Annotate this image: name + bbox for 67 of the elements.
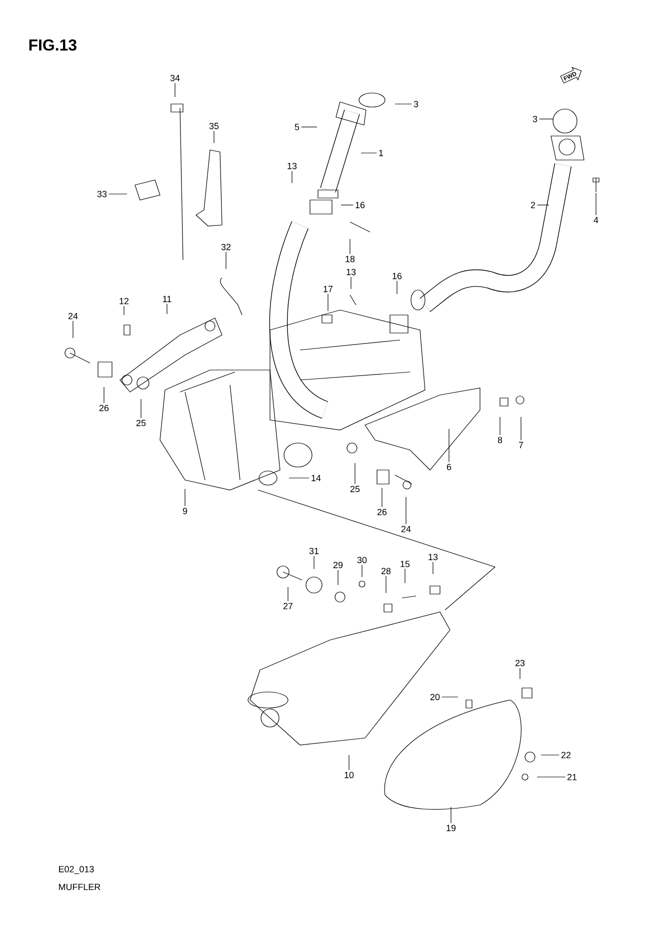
callout-number: 33	[97, 190, 107, 198]
leader-line	[432, 562, 434, 574]
callout-number: 5	[294, 124, 300, 130]
leader-line	[448, 428, 450, 462]
callout-number: 3	[532, 116, 538, 122]
leader-line	[360, 152, 377, 154]
leader-line	[184, 488, 186, 506]
callout-number: 15	[400, 560, 410, 568]
leader-line	[340, 204, 354, 206]
callout-number: 32	[221, 244, 231, 250]
callout-number: 9	[182, 508, 188, 514]
callout-number: 21	[567, 774, 577, 780]
figure-caption: MUFFLER	[59, 884, 100, 890]
callout-number: 24	[68, 312, 78, 320]
callout-number: 7	[518, 442, 524, 448]
leader-line	[450, 806, 452, 824]
callout-number: 1	[379, 150, 384, 156]
callout-number: 4	[594, 216, 598, 224]
leader-line	[396, 280, 398, 294]
callout-number: 12	[120, 298, 129, 304]
leader-line	[350, 276, 352, 290]
leader-line	[72, 320, 74, 338]
callout-number: 8	[498, 436, 502, 444]
leader-line	[536, 776, 566, 778]
leader-line	[301, 126, 318, 128]
callout-number: 34	[170, 74, 180, 82]
callout-number: 22	[561, 752, 571, 758]
callout-number: 29	[333, 562, 343, 568]
callout-number: 27	[283, 602, 293, 610]
leader-line	[166, 304, 168, 314]
callout-number: 19	[446, 824, 456, 832]
callout-number: 31	[309, 548, 319, 554]
leader-line	[441, 696, 458, 698]
callout-number: 3	[414, 100, 418, 108]
callout-number: 35	[209, 122, 219, 130]
callout-number: 24	[401, 526, 411, 532]
callout-number: 25	[350, 486, 360, 492]
figure-code: E02_013	[59, 866, 94, 874]
callout-number: 10	[344, 772, 354, 778]
callout-number: 17	[324, 286, 333, 292]
figure-title: FIG.13	[29, 39, 76, 51]
callout-number: 18	[346, 256, 355, 262]
callout-number: 14	[312, 474, 321, 482]
leader-line	[404, 568, 406, 584]
callout-number: 16	[356, 202, 365, 208]
callout-number: 30	[357, 556, 367, 564]
leader-line	[174, 82, 176, 98]
leader-line	[348, 754, 350, 770]
callout-number: 26	[377, 508, 387, 516]
callout-number: 2	[530, 202, 536, 208]
callout-number: 16	[392, 272, 402, 280]
callout-number: 25	[136, 420, 146, 426]
callout-number: 13	[346, 268, 356, 276]
leader-line	[140, 398, 142, 418]
callout-number: 13	[288, 162, 297, 170]
leader-line	[354, 462, 356, 484]
callout-number: 6	[446, 464, 452, 470]
callout-number: 26	[99, 404, 109, 412]
callout-number: 23	[515, 660, 525, 666]
leader-line	[520, 416, 522, 440]
leader-line	[537, 204, 550, 206]
callout-number: 20	[430, 694, 440, 700]
leader-line	[540, 754, 560, 756]
callout-number: 13	[428, 554, 438, 560]
callout-number: 11	[163, 296, 172, 302]
leader-line	[539, 118, 554, 120]
callout-number: 28	[381, 568, 391, 574]
